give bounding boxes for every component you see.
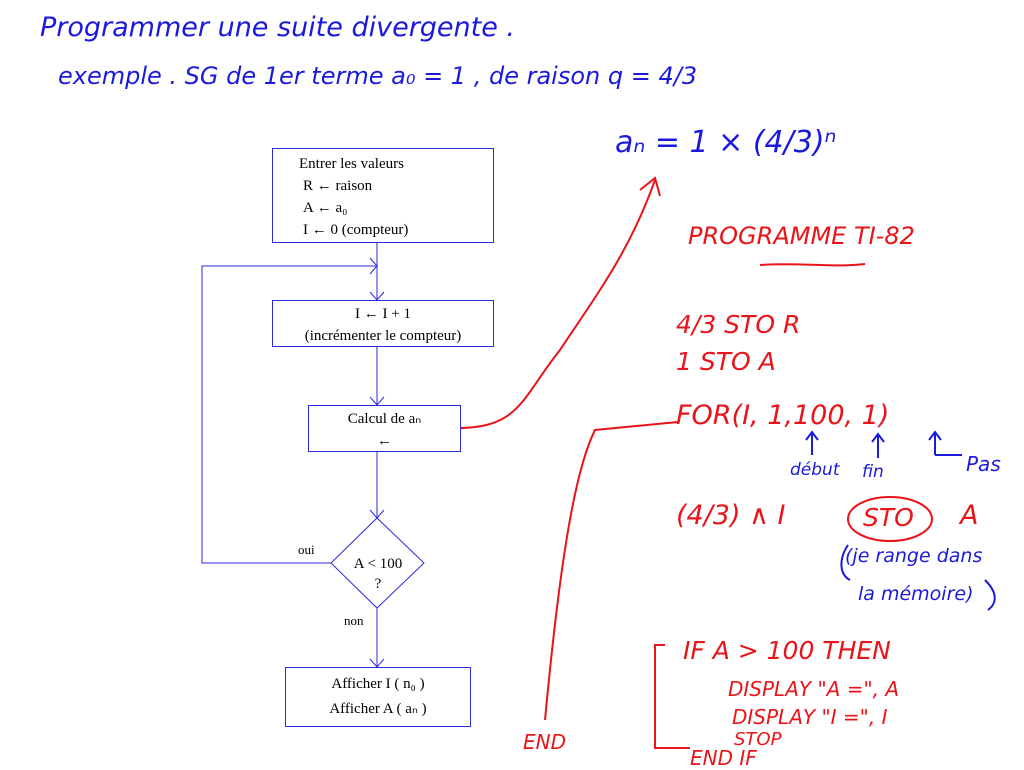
note-pas: Pas: [966, 452, 1001, 476]
increment-box: I ← I + 1 (incrémenter le compteur): [272, 300, 494, 347]
program-line: 4/3 STO R: [676, 310, 801, 339]
output-line: Afficher A ( aₙ ): [329, 701, 427, 717]
program-line: STO: [863, 503, 914, 532]
program-line: END: [523, 730, 566, 754]
note-debut: début: [790, 460, 840, 480]
program-line: DISPLAY "I =", I: [732, 705, 888, 729]
decision-line: ?: [374, 576, 382, 592]
yes-label: oui: [298, 542, 315, 557]
init-box: Entrer les valeurs R ← raison A ← a₀ I ←…: [272, 148, 494, 243]
formula: aₙ = 1 × (4/3)ⁿ: [615, 125, 837, 160]
increment-line: (incrémenter le compteur): [304, 328, 462, 344]
program-line: A: [960, 500, 979, 531]
decision: A < 100 ?: [349, 554, 407, 594]
program-line: STOP: [734, 729, 782, 750]
init-line: I ← 0 (compteur): [303, 222, 409, 238]
program-line: 1 STO A: [676, 347, 776, 376]
decision-line: A < 100: [353, 556, 403, 572]
example-text: exemple . SG de 1er terme a₀ = 1 , de ra…: [58, 62, 698, 90]
no-label: non: [344, 613, 364, 628]
calc-box: Calcul de aₙ ←: [308, 405, 461, 452]
note-memoire: (je range dans: [845, 545, 983, 567]
init-line: Entrer les valeurs: [299, 156, 404, 172]
calc-line: ←: [377, 433, 392, 449]
note-memoire: la mémoire): [858, 583, 974, 605]
increment-line: I ← I + 1: [355, 306, 411, 322]
page-title: Programmer une suite divergente .: [40, 12, 516, 43]
program-line: FOR(I, 1,100, 1): [676, 400, 890, 431]
init-line: A ← a₀: [303, 200, 348, 216]
note-fin: fin: [862, 462, 884, 482]
program-line: END IF: [690, 746, 757, 770]
init-line: R ← raison: [303, 178, 373, 194]
program-title: PROGRAMME TI-82: [688, 222, 915, 250]
program-line: DISPLAY "A =", A: [728, 677, 900, 701]
output-line: Afficher I ( n₀ ): [331, 676, 425, 692]
program-line: (4/3) ∧ I: [676, 500, 786, 531]
output-box: Afficher I ( n₀ ) Afficher A ( aₙ ): [285, 667, 471, 727]
calc-line: Calcul de aₙ: [347, 411, 422, 427]
program-line: IF A > 100 THEN: [683, 636, 891, 665]
